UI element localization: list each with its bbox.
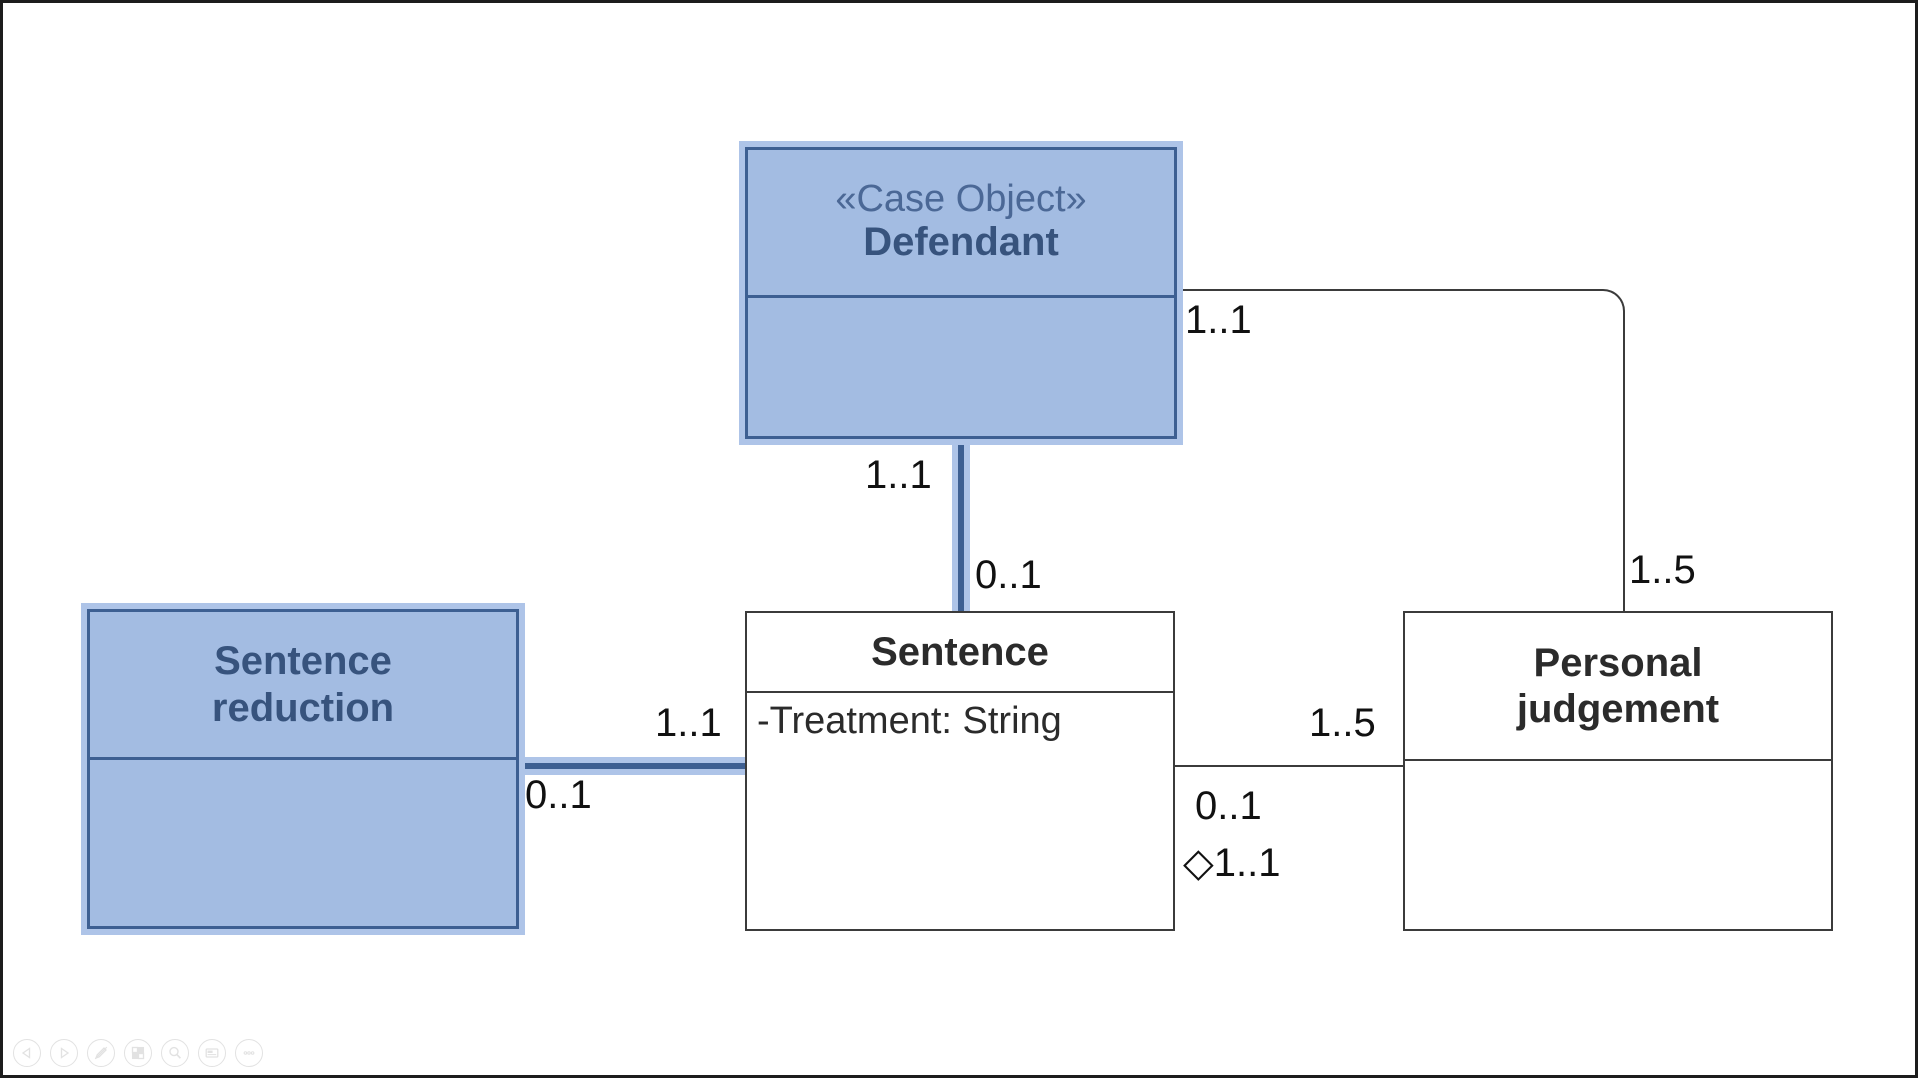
pen-icon[interactable] — [87, 1039, 115, 1067]
edge-sentence-personal-judgement[interactable] — [1175, 765, 1405, 767]
sentence-header: Sentence — [747, 613, 1173, 693]
multiplicity-defendant-to-judgement[interactable]: 1..1 — [1185, 298, 1252, 342]
note-card-icon[interactable] — [198, 1039, 226, 1067]
edge-defendant-personal-judgement[interactable] — [1177, 289, 1625, 613]
multiplicity-reduction-to-sentence-upper[interactable]: 1..1 — [655, 701, 722, 745]
uml-class-personal-judgement[interactable]: Personal judgement — [1403, 611, 1833, 931]
multiplicity-reduction-to-sentence-lower[interactable]: 0..1 — [525, 773, 592, 817]
edge-reduction-sentence[interactable] — [513, 763, 751, 769]
sentence-reduction-header: Sentence reduction — [90, 612, 516, 760]
uml-class-sentence[interactable]: Sentence -Treatment: String — [745, 611, 1175, 931]
more-icon[interactable] — [235, 1039, 263, 1067]
personal-judgement-class-name-line2: judgement — [1516, 687, 1720, 731]
forward-arrow-icon[interactable] — [50, 1039, 78, 1067]
sentence-attributes-compartment[interactable]: -Treatment: String — [747, 693, 1173, 929]
sentence-class-name: Sentence — [871, 629, 1049, 674]
defendant-header: «Case Object» Defendant — [748, 150, 1174, 298]
multiplicity-sentence-to-judgement[interactable]: 1..5 — [1309, 701, 1376, 745]
personal-judgement-attributes-compartment[interactable] — [1405, 761, 1831, 929]
multiplicity-sentence-from-defendant[interactable]: 0..1 — [975, 553, 1042, 597]
uml-class-defendant[interactable]: «Case Object» Defendant — [739, 141, 1183, 445]
personal-judgement-class-name-line1: Personal — [1533, 640, 1703, 685]
multiplicity-judgement-to-sentence-upper[interactable]: 0..1 — [1195, 784, 1262, 828]
layers-icon[interactable] — [124, 1039, 152, 1067]
back-arrow-icon[interactable] — [13, 1039, 41, 1067]
sentence-attribute-treatment: -Treatment: String — [757, 700, 1062, 742]
uml-class-sentence-reduction[interactable]: Sentence reduction — [81, 603, 525, 935]
edge-defendant-sentence[interactable] — [958, 423, 964, 613]
multiplicity-judgement-from-defendant[interactable]: 1..5 — [1629, 548, 1696, 592]
defendant-stereotype: «Case Object» — [835, 177, 1087, 220]
personal-judgement-header: Personal judgement — [1405, 613, 1831, 761]
sentence-reduction-class-name-line2: reduction — [211, 685, 395, 730]
magnifier-icon[interactable] — [161, 1039, 189, 1067]
sentence-reduction-class-name-line1: Sentence — [214, 639, 392, 684]
defendant-attributes-compartment[interactable] — [748, 298, 1174, 436]
multiplicity-defendant-to-sentence[interactable]: 1..1 — [865, 453, 932, 497]
bottom-toolbar[interactable] — [13, 1039, 263, 1067]
sentence-reduction-attributes-compartment[interactable] — [90, 760, 516, 926]
multiplicity-judgement-to-sentence-lower[interactable]: ◇1..1 — [1183, 841, 1281, 885]
defendant-class-name: Defendant — [863, 220, 1059, 265]
